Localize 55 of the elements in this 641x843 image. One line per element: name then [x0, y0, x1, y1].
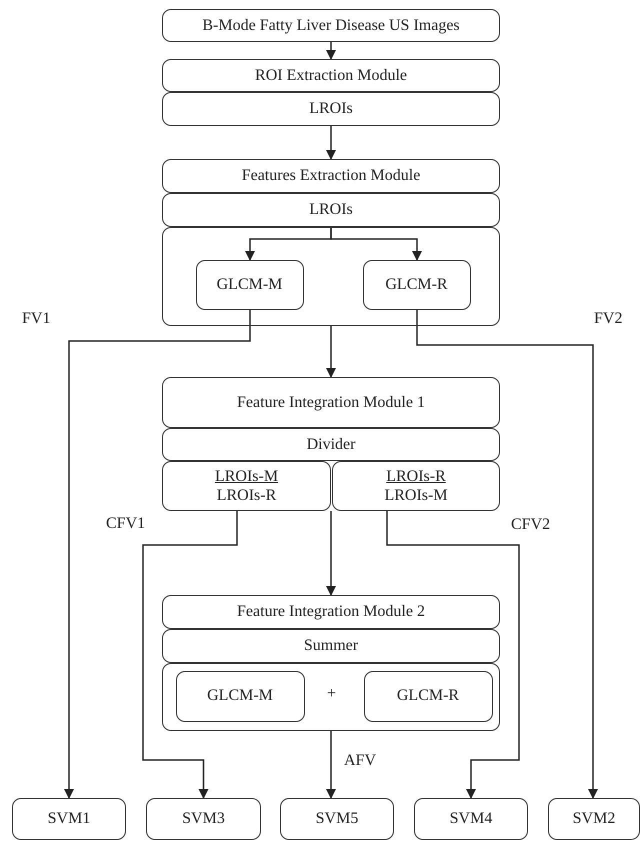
box-label: LROIs: [309, 200, 353, 220]
arrow: [142, 511, 238, 799]
process-box: [162, 377, 500, 428]
box-label: GLCM-M: [216, 274, 282, 294]
arrow: [326, 42, 336, 60]
process-box: [162, 595, 500, 629]
arrow: [330, 227, 422, 261]
group-box: [162, 227, 500, 326]
box-label: SVM2: [572, 809, 616, 829]
arrow: [386, 511, 520, 799]
process-box: [162, 59, 500, 92]
process-box: [162, 629, 500, 663]
box-label: GLCM-M: [207, 686, 273, 706]
box-label: B-Mode Fatty Liver Disease US Images: [202, 16, 460, 36]
box-label: SVM5: [316, 809, 358, 829]
arrow: [416, 310, 598, 799]
box-label: GLCM-R: [385, 274, 448, 294]
arrow: [326, 326, 336, 378]
process-box: [364, 670, 492, 722]
process-box: [176, 670, 304, 722]
arrow: [326, 511, 336, 596]
box-label: LROIs: [309, 99, 353, 119]
process-box: [162, 461, 331, 511]
process-box: [162, 9, 500, 42]
process-box: [196, 260, 304, 310]
box-label: ROI Extraction Module: [255, 66, 407, 86]
box-label: GLCM-R: [396, 686, 460, 706]
box-label: SVM3: [182, 809, 225, 829]
box-label: SVM1: [48, 809, 90, 829]
process-box: [162, 92, 500, 126]
box-label: Feature Integration Module 1: [237, 392, 425, 412]
box-label: SVM4: [450, 809, 492, 829]
box-label: Summer: [304, 636, 358, 656]
process-box: [332, 461, 500, 511]
arrow: [326, 731, 336, 799]
process-box: [280, 798, 394, 840]
arrow: [326, 126, 336, 160]
process-box: [548, 798, 640, 840]
process-box: [162, 159, 500, 193]
box-label: LROIs-M: [214, 466, 278, 486]
box-label: LROIs-R: [386, 466, 446, 486]
process-box: [362, 260, 470, 310]
box-label: Features Extraction Module: [242, 166, 420, 186]
process-box: [146, 798, 261, 840]
process-box: [162, 428, 500, 461]
box-label: Feature Integration Module 2: [237, 602, 425, 622]
box-label: Divider: [306, 434, 356, 454]
group-box: [162, 663, 500, 731]
process-box: [162, 193, 500, 227]
process-box: [12, 798, 126, 840]
process-box: [414, 798, 528, 840]
arrow: [64, 310, 251, 799]
box-label: LROIs-M: [384, 486, 448, 506]
plus-sign: +: [326, 685, 338, 703]
box-label: LROIs-R: [216, 486, 276, 506]
